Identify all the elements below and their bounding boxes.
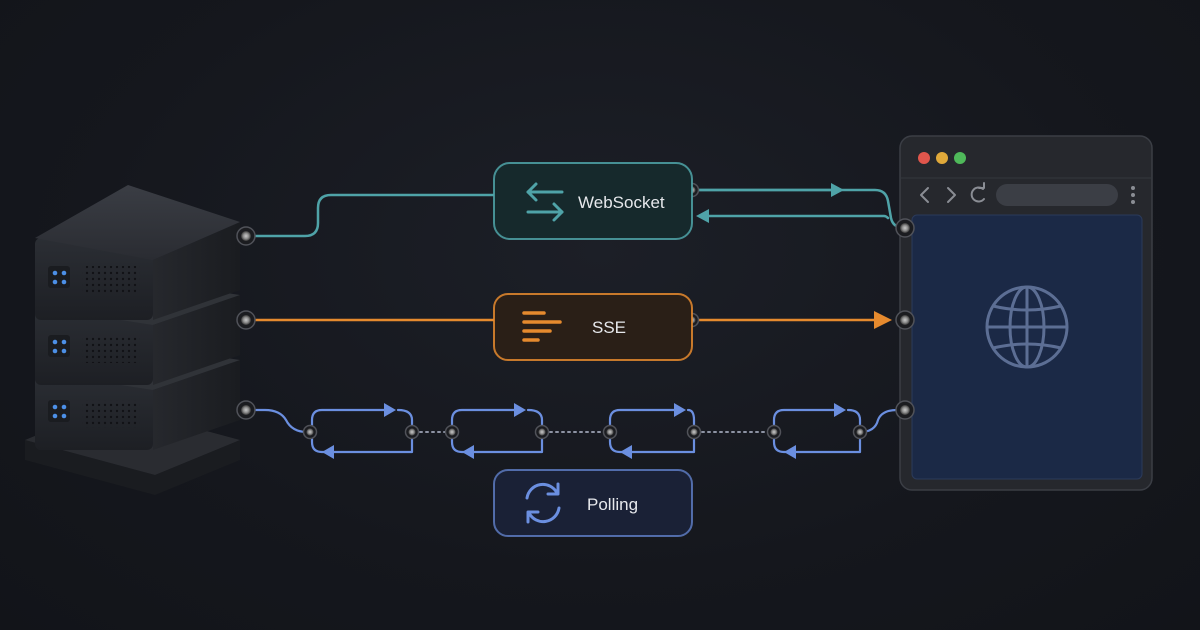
connector-pin-core (448, 428, 456, 436)
led (52, 279, 58, 285)
menu-dots-icon[interactable] (1131, 186, 1135, 204)
connector-pin-core (900, 405, 910, 415)
polling-label: Polling (587, 495, 638, 514)
led (61, 339, 67, 345)
forward-icon[interactable] (947, 187, 956, 203)
led (52, 413, 58, 419)
connector-pin-core (241, 315, 251, 325)
websocket-arrowheads (696, 183, 844, 223)
minimize-dot[interactable] (936, 152, 948, 164)
connector-pin-core (856, 428, 864, 436)
sse-label: SSE (592, 318, 626, 337)
swap-arrows-icon (526, 182, 564, 222)
led (52, 348, 58, 354)
led (52, 404, 58, 410)
websocket-label: WebSocket (578, 193, 665, 212)
sse-node[interactable]: SSE (493, 293, 693, 361)
led (61, 404, 67, 410)
led (52, 270, 58, 276)
led (61, 279, 67, 285)
close-dot[interactable] (918, 152, 930, 164)
window-controls[interactable] (918, 152, 966, 164)
server-rack-icon (25, 185, 240, 495)
maximize-dot[interactable] (954, 152, 966, 164)
led (52, 339, 58, 345)
led (61, 348, 67, 354)
polling-connection (246, 408, 907, 454)
connector-pins (236, 182, 915, 440)
sse-arrowhead (874, 311, 892, 329)
connector-pin-core (538, 428, 546, 436)
connector-pin-core (408, 428, 416, 436)
address-bar[interactable] (996, 184, 1118, 206)
lines-icon (522, 311, 562, 342)
connector-pin-core (606, 428, 614, 436)
refresh-icon (525, 482, 561, 524)
reload-icon[interactable] (970, 182, 985, 203)
polling-arrowheads (322, 403, 846, 459)
connector-pin-core (690, 428, 698, 436)
browser-window (899, 135, 1153, 491)
back-icon[interactable] (920, 187, 929, 203)
websocket-node[interactable]: WebSocket (493, 162, 693, 240)
connector-pin-core (241, 231, 251, 241)
server-unit-1 (35, 185, 240, 320)
globe-icon (985, 285, 1069, 369)
connector-pin-core (306, 428, 314, 436)
connector-pin-core (241, 405, 251, 415)
connector-pin-core (900, 223, 910, 233)
connector-pin-core (770, 428, 778, 436)
led (61, 270, 67, 276)
led (61, 413, 67, 419)
polling-node[interactable]: Polling (493, 469, 693, 537)
connector-pin-core (900, 315, 910, 325)
status-leds (52, 270, 67, 419)
